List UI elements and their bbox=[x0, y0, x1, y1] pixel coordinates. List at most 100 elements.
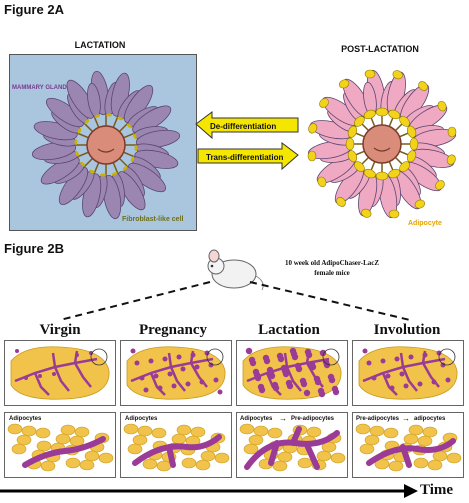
alveolus bbox=[252, 368, 260, 376]
adipocyte-cell bbox=[137, 425, 153, 437]
adipocyte-blob bbox=[347, 150, 358, 163]
fat-pad bbox=[358, 346, 458, 400]
alveolus bbox=[440, 362, 446, 368]
stage-label-involution: Involution bbox=[373, 322, 441, 338]
pregnancy-detail-label: Adipocytes bbox=[125, 416, 158, 422]
alveolus bbox=[271, 381, 279, 389]
adipocyte-cell bbox=[248, 434, 264, 446]
time-label: Time bbox=[420, 482, 454, 498]
figure-2b-title: Figure 2B bbox=[4, 241, 64, 256]
duct-detail bbox=[244, 426, 340, 470]
post-lactation-title: POST-LACTATION bbox=[341, 44, 419, 54]
adipocyte-blob bbox=[437, 100, 447, 112]
involution-detail-right: adipocytes bbox=[414, 416, 446, 422]
adipocyte-blob bbox=[317, 176, 327, 188]
adipocyte-cell bbox=[253, 425, 269, 437]
alveolus bbox=[399, 371, 405, 377]
adipocyte-cell bbox=[7, 423, 23, 435]
adipocyte-blob bbox=[375, 171, 389, 181]
fibroblast-cell bbox=[133, 133, 137, 140]
fibroblast-cell bbox=[77, 127, 82, 134]
alveolus bbox=[157, 385, 163, 391]
adipocyte-blob bbox=[409, 137, 419, 151]
alveolus bbox=[217, 389, 223, 395]
adipocyte-cell bbox=[35, 427, 51, 439]
alveolus bbox=[304, 348, 312, 356]
trans-differentiation-label: Trans-differentiation bbox=[206, 153, 284, 162]
zoom-circle bbox=[438, 348, 456, 366]
lactation-detail-left: Adipocytes bbox=[240, 416, 273, 422]
alveolus bbox=[417, 381, 423, 387]
adipocyte-cell bbox=[151, 427, 167, 439]
involution-gland-box bbox=[352, 340, 464, 406]
adipocyte-cell bbox=[383, 427, 399, 439]
adipocyte-blob bbox=[353, 115, 365, 127]
trans-differentiation-arrow bbox=[197, 142, 299, 171]
adipocyte-cell bbox=[60, 424, 76, 436]
alveolus bbox=[75, 353, 79, 357]
zoom-circle bbox=[322, 348, 340, 366]
adipocyte-cell bbox=[36, 440, 52, 452]
duct bbox=[53, 366, 70, 392]
alveolus bbox=[317, 387, 325, 395]
adipocyte-cell bbox=[316, 450, 332, 462]
duct-detail bbox=[132, 434, 222, 468]
alveolus bbox=[162, 356, 168, 362]
adipocyte-cell bbox=[277, 451, 293, 463]
fibroblast-cell bbox=[111, 172, 118, 176]
arrow-right-icon: → bbox=[402, 414, 410, 423]
adipocyte-cell bbox=[388, 460, 404, 472]
adipocyte-cell bbox=[214, 452, 230, 464]
stage-label-virgin: Virgin bbox=[39, 322, 81, 338]
alveolus bbox=[380, 358, 386, 364]
adipocyte-blob bbox=[447, 126, 457, 138]
alveolus bbox=[134, 360, 140, 366]
duct bbox=[381, 372, 398, 396]
adipocyte-cell bbox=[417, 435, 433, 447]
alveolus bbox=[190, 352, 196, 358]
time-arrow bbox=[0, 484, 418, 498]
adipocyte-blob bbox=[308, 123, 318, 134]
alveolus bbox=[180, 366, 186, 372]
alveolus bbox=[262, 354, 270, 362]
alveolus bbox=[139, 375, 145, 381]
fibroblast-cell bbox=[100, 173, 106, 177]
duct bbox=[73, 350, 79, 364]
alveolus bbox=[194, 364, 200, 370]
adipocyte-cell bbox=[156, 460, 172, 472]
lactation-gland-illustration bbox=[31, 70, 181, 220]
arrow-right-icon: → bbox=[279, 414, 287, 423]
alveolus bbox=[436, 350, 442, 356]
alveolus bbox=[371, 375, 377, 381]
adipocyte-cell bbox=[369, 425, 385, 437]
adipocyte-blob bbox=[388, 168, 401, 179]
adipocyte-blob bbox=[392, 70, 403, 80]
involution-detail-left: Pre-adipocytes bbox=[356, 416, 400, 422]
dashed-connectors bbox=[59, 281, 411, 321]
adipocyte-cell bbox=[321, 441, 337, 453]
alveolus bbox=[248, 356, 256, 364]
duct bbox=[167, 352, 173, 368]
alveolus bbox=[153, 373, 159, 379]
alveolus bbox=[266, 366, 274, 374]
post-nipple-center bbox=[362, 124, 402, 164]
alveolus bbox=[130, 348, 136, 354]
adipocyte-blob bbox=[338, 79, 350, 89]
adipocyte-cell bbox=[16, 434, 32, 446]
alveolus bbox=[171, 383, 177, 389]
adipocyte-blob bbox=[446, 154, 456, 165]
adipocyte-cell bbox=[171, 433, 187, 445]
adipocyte-cell bbox=[21, 425, 37, 437]
duct bbox=[401, 366, 418, 392]
alveolus bbox=[313, 375, 321, 383]
mouse-caption-line1: 10 week old AdipoChaser-LacZ bbox=[284, 259, 380, 267]
duct bbox=[149, 372, 166, 396]
adipocyte-cell bbox=[132, 434, 148, 446]
duct-detail bbox=[22, 436, 106, 468]
alveolus bbox=[319, 349, 327, 357]
nipple-center bbox=[86, 125, 126, 165]
adipocyte-cell bbox=[69, 435, 85, 447]
fibroblast-cell bbox=[84, 119, 90, 125]
adipocyte-cell bbox=[65, 457, 81, 469]
alveolus bbox=[148, 358, 154, 364]
